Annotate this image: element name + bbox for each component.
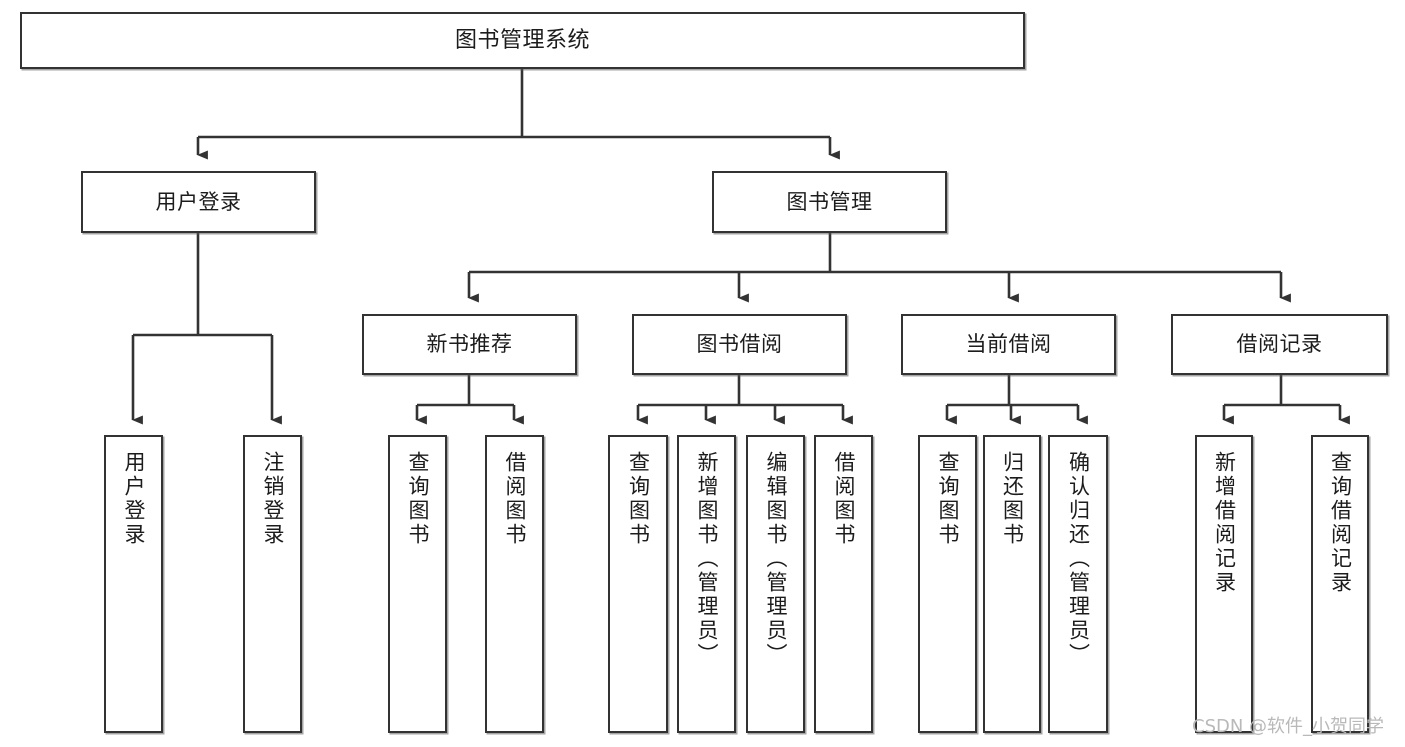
leaf-query-record[interactable]: 查询借阅记录 bbox=[1311, 435, 1369, 733]
node-current-borrow-label: 当前借阅 bbox=[965, 332, 1052, 357]
leaf-query-record-label: 查询借阅记录 bbox=[1328, 451, 1353, 595]
leaf-add-record[interactable]: 新增借阅记录 bbox=[1195, 435, 1253, 733]
node-borrow-record[interactable]: 借阅记录 bbox=[1171, 314, 1388, 375]
leaf-user-login[interactable]: 用户登录 bbox=[104, 435, 163, 733]
leaf-confirm-return-label: 确认归还（管理员） bbox=[1066, 451, 1091, 667]
leaf-confirm-return[interactable]: 确认归还（管理员） bbox=[1048, 435, 1108, 733]
node-user-login-label: 用户登录 bbox=[155, 189, 242, 214]
leaf-query-book-2-label: 查询图书 bbox=[626, 451, 651, 547]
leaf-add-book-label: 新增图书（管理员） bbox=[695, 451, 719, 667]
leaf-borrow-book-1[interactable]: 借阅图书 bbox=[485, 435, 544, 733]
leaf-user-logout[interactable]: 注销登录 bbox=[243, 435, 302, 733]
leaf-edit-book[interactable]: 编辑图书（管理员） bbox=[746, 435, 805, 733]
leaf-borrow-book-1-label: 借阅图书 bbox=[503, 451, 527, 547]
leaf-return-book-label: 归还图书 bbox=[1000, 451, 1025, 547]
leaf-query-book-3-label: 查询图书 bbox=[936, 451, 960, 547]
leaf-query-book-2[interactable]: 查询图书 bbox=[608, 435, 668, 733]
node-user-login[interactable]: 用户登录 bbox=[81, 171, 316, 233]
leaf-add-record-label: 新增借阅记录 bbox=[1212, 451, 1237, 595]
node-current-borrow[interactable]: 当前借阅 bbox=[901, 314, 1116, 375]
node-book-borrow-label: 图书借阅 bbox=[696, 332, 783, 357]
leaf-edit-book-label: 编辑图书（管理员） bbox=[764, 451, 788, 667]
leaf-user-logout-label: 注销登录 bbox=[261, 451, 285, 547]
node-root[interactable]: 图书管理系统 bbox=[20, 12, 1025, 69]
leaf-query-book-3[interactable]: 查询图书 bbox=[918, 435, 977, 733]
leaf-add-book[interactable]: 新增图书（管理员） bbox=[677, 435, 736, 733]
leaf-user-login-label: 用户登录 bbox=[122, 451, 146, 547]
leaf-return-book[interactable]: 归还图书 bbox=[983, 435, 1041, 733]
leaf-query-book-1[interactable]: 查询图书 bbox=[388, 435, 447, 733]
leaf-query-book-1-label: 查询图书 bbox=[406, 451, 430, 547]
node-new-book-recommend-label: 新书推荐 bbox=[426, 332, 513, 357]
node-new-book-recommend[interactable]: 新书推荐 bbox=[362, 314, 577, 375]
node-borrow-record-label: 借阅记录 bbox=[1236, 332, 1323, 357]
leaf-borrow-book-2-label: 借阅图书 bbox=[832, 451, 856, 547]
node-root-label: 图书管理系统 bbox=[454, 27, 590, 53]
watermark: CSDN @软件_小贺同学 bbox=[1192, 716, 1385, 737]
leaf-borrow-book-2[interactable]: 借阅图书 bbox=[814, 435, 873, 733]
node-book-manage[interactable]: 图书管理 bbox=[712, 171, 947, 233]
node-book-borrow[interactable]: 图书借阅 bbox=[632, 314, 847, 375]
node-book-manage-label: 图书管理 bbox=[786, 189, 873, 214]
